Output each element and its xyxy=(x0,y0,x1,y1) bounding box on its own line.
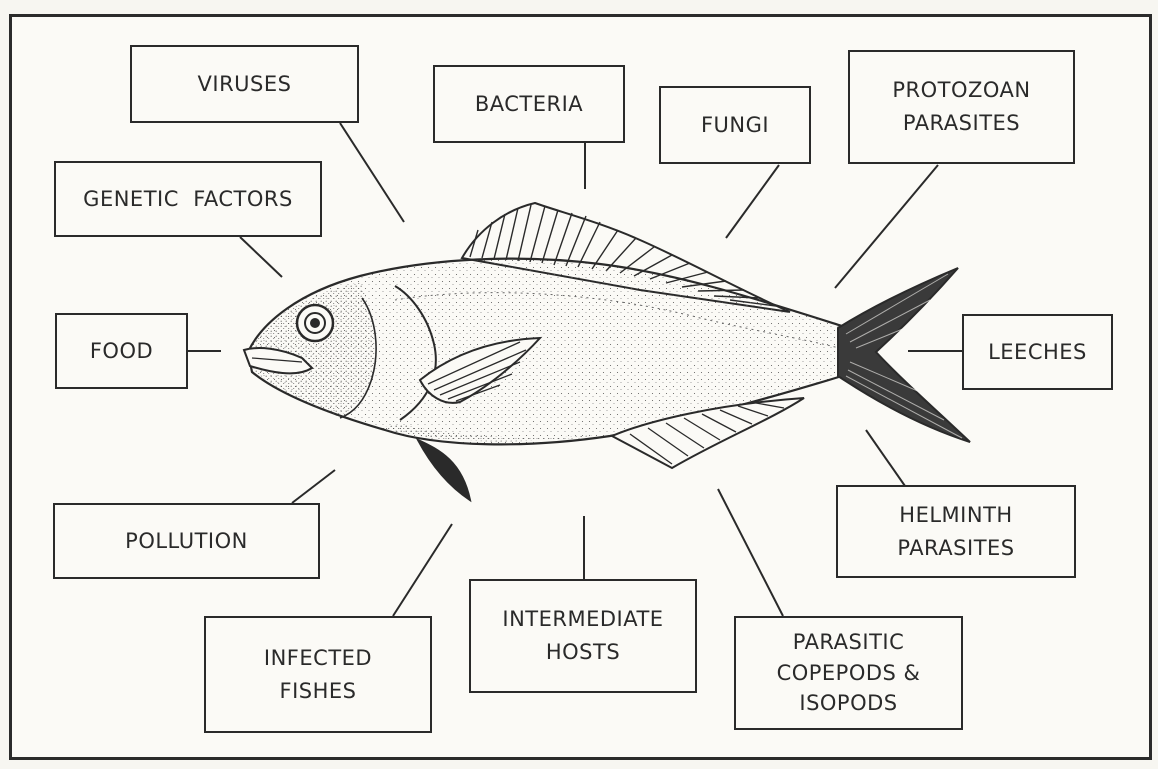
label-intermediate-hosts: INTERMEDIATE HOSTS xyxy=(469,579,697,693)
label-helminth-line-1: HELMINTH xyxy=(899,499,1012,532)
label-leeches: LEECHES xyxy=(962,314,1113,390)
label-genetic-text: GENETIC FACTORS xyxy=(83,183,293,216)
label-protozoan-parasites: PROTOZOAN PARASITES xyxy=(848,50,1075,164)
label-copepods-line-3: ISOPODS xyxy=(799,688,897,718)
label-fungi-text: FUNGI xyxy=(701,109,769,142)
label-infected-line-2: FISHES xyxy=(280,675,357,708)
connector-pollution xyxy=(292,470,335,503)
pelvic-fin xyxy=(418,440,470,500)
label-infected-line-1: INFECTED xyxy=(264,642,372,675)
label-genetic-factors: GENETIC FACTORS xyxy=(54,161,322,237)
label-infected-fishes: INFECTED FISHES xyxy=(204,616,432,733)
label-parasitic-copepods-isopods: PARASITIC COPEPODS & ISOPODS xyxy=(734,616,963,730)
label-food-text: FOOD xyxy=(90,335,153,368)
label-viruses-text: VIRUSES xyxy=(198,68,292,101)
connector-protozoan xyxy=(835,165,938,288)
label-helminth-parasites: HELMINTH PARASITES xyxy=(836,485,1076,578)
label-fungi: FUNGI xyxy=(659,86,811,164)
label-pollution-text: POLLUTION xyxy=(125,525,248,558)
connector-helminth xyxy=(866,430,905,486)
connector-viruses xyxy=(340,123,404,222)
label-helminth-line-2: PARASITES xyxy=(897,532,1014,565)
label-pollution: POLLUTION xyxy=(53,503,320,579)
label-leeches-text: LEECHES xyxy=(988,336,1087,369)
label-intermediate-line-1: INTERMEDIATE xyxy=(502,603,663,636)
label-protozoan-line-2: PARASITES xyxy=(903,107,1020,140)
label-viruses: VIRUSES xyxy=(130,45,359,123)
connector-infected xyxy=(393,524,452,616)
connector-fungi xyxy=(726,165,779,238)
label-food: FOOD xyxy=(55,313,188,389)
label-bacteria: BACTERIA xyxy=(433,65,625,143)
label-copepods-line-1: PARASITIC xyxy=(793,627,905,657)
label-protozoan-line-1: PROTOZOAN xyxy=(892,74,1030,107)
fish-illustration xyxy=(244,203,970,500)
label-copepods-line-2: COPEPODS & xyxy=(777,658,921,688)
label-bacteria-text: BACTERIA xyxy=(475,88,583,121)
label-intermediate-line-2: HOSTS xyxy=(546,636,620,669)
tail-fin xyxy=(838,268,970,442)
connector-copepods xyxy=(718,489,783,616)
connector-genetic xyxy=(240,237,282,277)
